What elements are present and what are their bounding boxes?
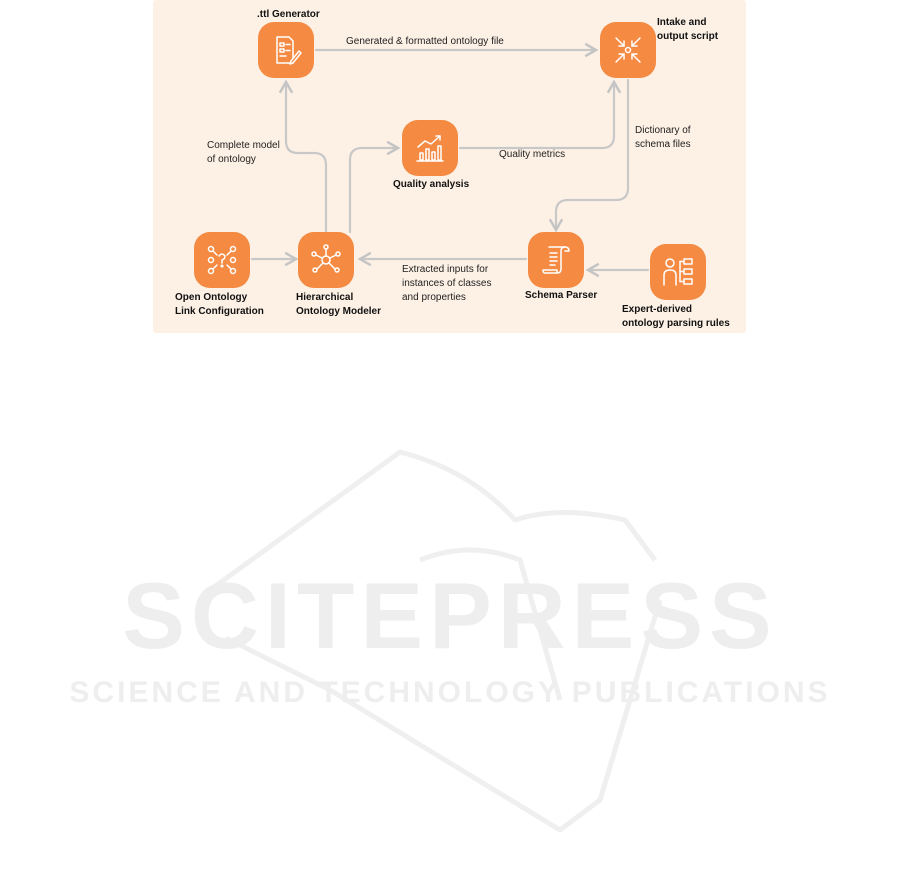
hierarchical-modeler-label: Hierarchical Ontology Modeler [296, 292, 381, 317]
scroll-icon [542, 246, 570, 274]
document-edit-icon [276, 36, 302, 65]
schema-parser-node[interactable] [528, 232, 584, 288]
edge-label-quality-metrics: Quality metrics [499, 149, 566, 160]
edge-label-generated-file: Generated & formatted ontology file [346, 36, 504, 47]
edge-complete-model [278, 79, 328, 234]
quality-analysis-label: Quality analysis [393, 179, 470, 190]
edge-label-complete-model: Complete model of ontology [207, 140, 280, 165]
watermark-book-icon [208, 449, 663, 833]
edge-to-quality [348, 140, 401, 234]
open-ontology-node[interactable] [194, 232, 250, 288]
hierarchy-icon [663, 258, 693, 286]
ttl-generator-node[interactable] [258, 22, 314, 78]
chart-trend-icon [416, 135, 444, 162]
edge-dictionary [548, 78, 630, 233]
quality-analysis-node[interactable] [402, 120, 458, 176]
expert-rules-node[interactable] [650, 244, 706, 300]
edges-layer [250, 42, 650, 278]
hub-network-icon [311, 244, 341, 273]
watermark-title: SCITEPRESS [122, 563, 778, 668]
edge-label-extracted-inputs: Extracted inputs for instances of classe… [402, 264, 492, 303]
expert-rules-label: Expert-derived ontology parsing rules [622, 304, 730, 329]
schema-parser-label: Schema Parser [525, 290, 598, 301]
watermark-subtitle: SCIENCE AND TECHNOLOGY PUBLICATIONS [69, 676, 830, 709]
intake-output-label: Intake and output script [657, 17, 719, 42]
arrows-inward-icon [615, 37, 641, 63]
ttl-generator-label: .ttl Generator [257, 9, 320, 20]
open-ontology-label: Open Ontology Link Configuration [175, 292, 264, 317]
edge-quality-metrics [458, 79, 622, 150]
edge-label-dictionary: Dictionary of schema files [635, 125, 691, 150]
hierarchical-modeler-node[interactable] [298, 232, 354, 288]
link-network-icon [207, 245, 237, 275]
intake-output-node[interactable] [600, 22, 656, 78]
